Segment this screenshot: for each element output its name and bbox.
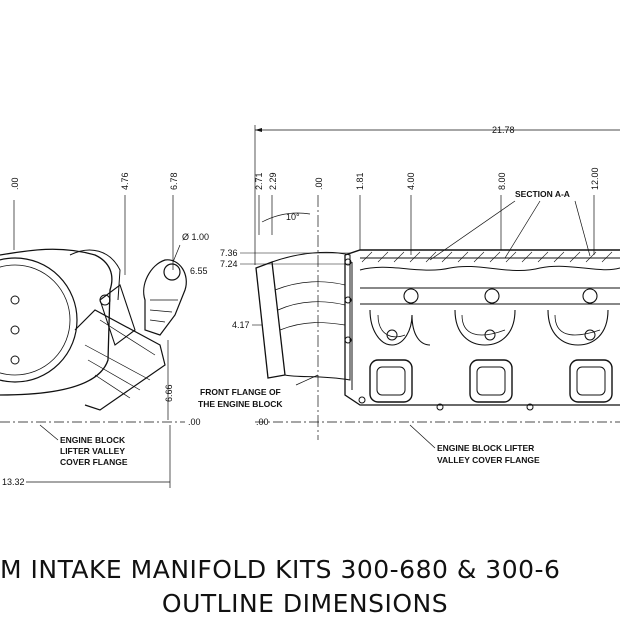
intake-port (569, 359, 613, 403)
bolt-hole (10, 325, 20, 335)
left-view: .00 4.76 6.78 Ø 1.00 6.55 6.66 .00 ENGIN… (0, 172, 209, 488)
leader (295, 374, 319, 386)
bolt (344, 258, 352, 266)
angle-arc (261, 212, 311, 223)
throttle-edge (69, 249, 121, 301)
diameter-label: Ø 1.00 (182, 232, 209, 242)
bolt-hole (10, 295, 20, 305)
throttle-bore (0, 257, 78, 383)
leader (39, 424, 59, 441)
title-line-1: M INTAKE MANIFOLD KITS 300-680 & 300-6 (0, 555, 560, 584)
overall-dim: 21.78 (492, 125, 515, 135)
rail-boss (403, 288, 419, 304)
flange-bolt (526, 403, 534, 411)
dim-label: 8.00 (497, 172, 507, 190)
section-hatch (361, 251, 613, 263)
throttle-body (0, 248, 113, 396)
dim-label: 6.66 (164, 384, 174, 402)
dim-label: 12.00 (590, 167, 600, 190)
intake-port-inner (576, 366, 606, 396)
dim-label: .00 (10, 177, 20, 190)
plenum-contours (274, 281, 346, 331)
fuel-fitting (143, 259, 187, 336)
dim-label: .00 (256, 417, 269, 427)
injector-port (584, 329, 596, 341)
dim-label: 7.24 (220, 259, 238, 269)
right-view: 21.78 2.71 2.29 .00 1.81 4.00 8.00 12.00… (198, 125, 620, 465)
intake-port-inner (376, 366, 406, 396)
dim-label: 4.76 (120, 172, 130, 190)
dim-label: 2.29 (268, 172, 278, 190)
plenum-top (344, 249, 620, 256)
section-label: SECTION A-A (515, 189, 570, 199)
dim-label: 2.71 (254, 172, 264, 190)
plenum-floor (359, 265, 620, 271)
dim-label: .00 (314, 177, 324, 190)
callout-text: FRONT FLANGE OF (200, 387, 281, 397)
plenum-nose (271, 251, 351, 381)
runner (547, 309, 609, 346)
leader (574, 200, 591, 257)
callout-text: COVER FLANGE (60, 457, 128, 467)
runner-inner (377, 314, 601, 338)
leader (409, 424, 436, 449)
manifold-body (344, 255, 620, 406)
dim-label: 13.32 (2, 477, 25, 487)
fuel-rail (360, 287, 620, 305)
callout-text: VALLEY COVER FLANGE (437, 455, 540, 465)
intake-port (369, 359, 413, 403)
intake-port (469, 359, 513, 403)
dim-label: .00 (188, 417, 201, 427)
leader (429, 200, 516, 261)
runner-neck (99, 284, 136, 346)
callout-text: LIFTER VALLEY (60, 446, 125, 456)
dim-label: 4.00 (406, 172, 416, 190)
flange-bolt (436, 403, 444, 411)
angle-label: 10° (286, 212, 300, 222)
bolt (344, 336, 352, 344)
throttle-bore-inner (0, 264, 71, 376)
bolt-hole (10, 355, 20, 365)
throttle-flange (255, 261, 286, 379)
dim-label: 1.81 (355, 172, 365, 190)
intake-port-inner (476, 366, 506, 396)
fitting-detail (149, 299, 178, 323)
rail-boss (484, 288, 500, 304)
title-line-2: OUTLINE DIMENSIONS (162, 589, 448, 618)
flange-bolt (358, 396, 366, 404)
injector-port (386, 329, 398, 341)
runner-base (74, 309, 166, 411)
leader (504, 200, 541, 259)
callout-text: ENGINE BLOCK (60, 435, 126, 445)
runner (369, 309, 431, 346)
dim-label: 6.78 (169, 172, 179, 190)
runner (454, 309, 516, 346)
callout-text: ENGINE BLOCK LIFTER (437, 443, 534, 453)
dim-label: 7.36 (220, 248, 238, 258)
runner-hatch (84, 319, 156, 399)
bolt (344, 296, 352, 304)
dim-label: 4.17 (232, 320, 250, 330)
rail-boss (582, 288, 598, 304)
arrow (255, 128, 262, 132)
fitting-port (163, 263, 181, 281)
callout-text: THE ENGINE BLOCK (198, 399, 283, 409)
dim-label: 6.55 (190, 266, 208, 276)
leader (172, 244, 181, 263)
injector-port (484, 329, 496, 341)
